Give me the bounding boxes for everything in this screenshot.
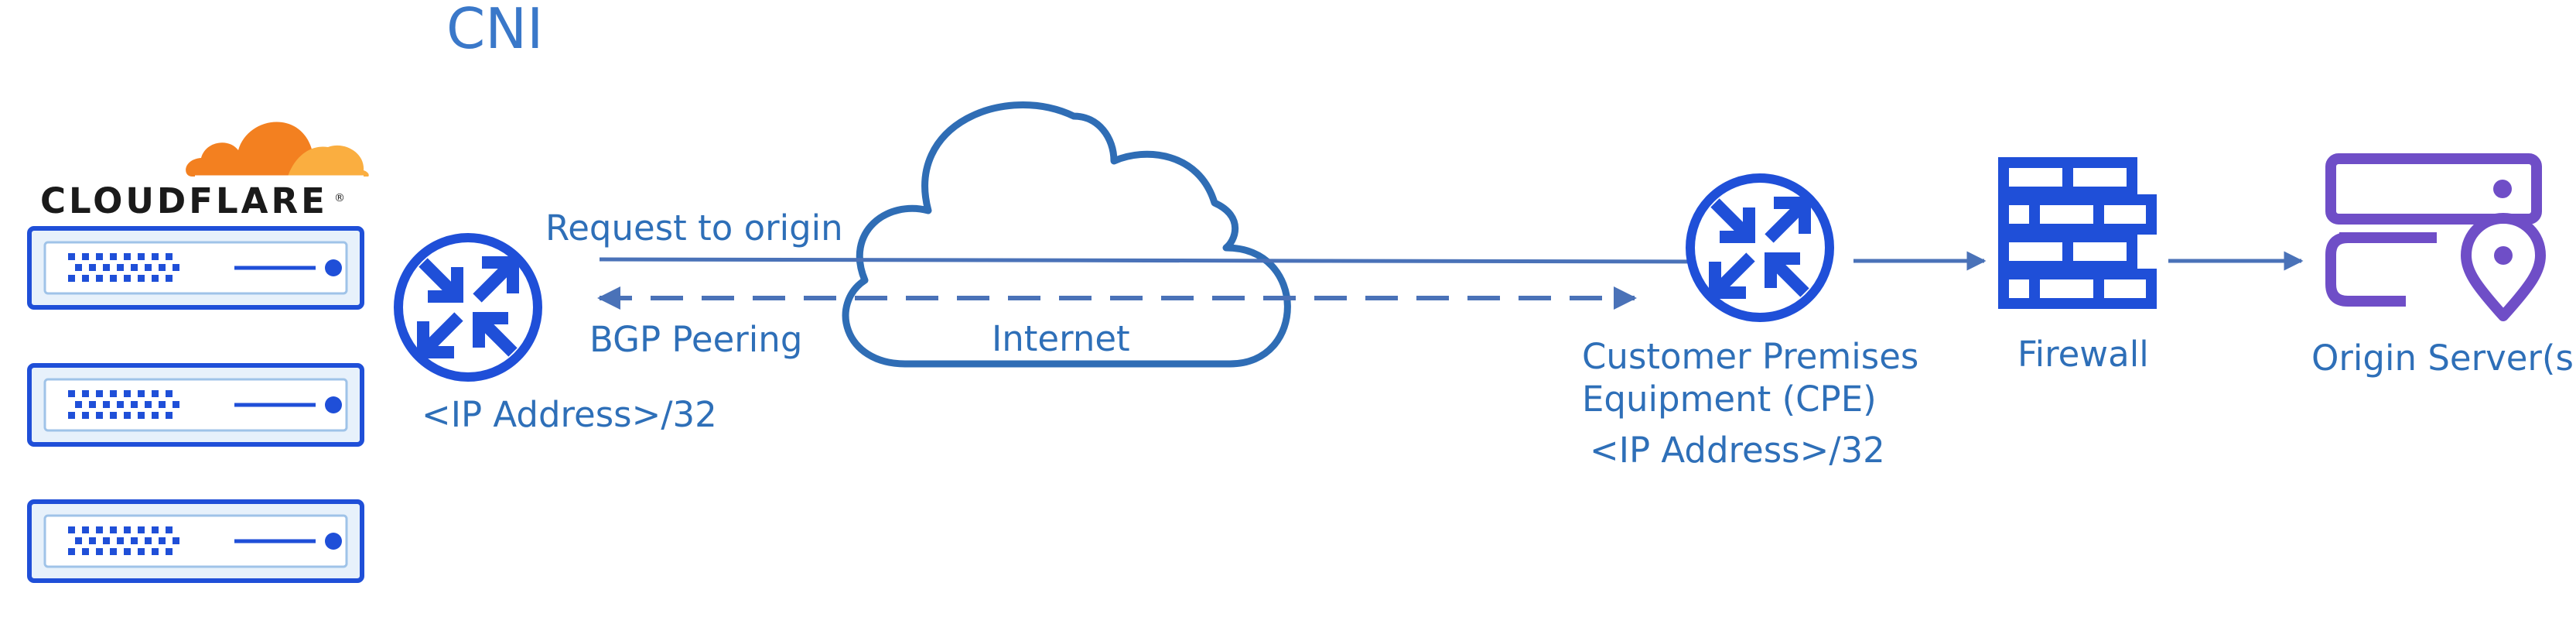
bgp-peering-label: BGP Peering: [589, 319, 802, 360]
server-stack: [29, 228, 362, 581]
origin-server-icon: [2325, 153, 2546, 321]
cpe-router-icon: [1686, 173, 1834, 322]
diagram-title: CNI: [446, 0, 543, 61]
cloudflare-wordmark: CLOUDFLARE: [40, 180, 328, 221]
server-unit-3: [29, 502, 362, 581]
firewall-icon: [1998, 157, 2157, 309]
trademark-symbol: ®: [334, 192, 345, 204]
request-arrow: [599, 252, 1716, 272]
origin-server-label: Origin Server(s): [2311, 338, 2576, 379]
server-unit-1: [29, 228, 362, 307]
cpe-name-line1: Customer Premises: [1582, 336, 1918, 377]
request-to-origin-label: Request to origin: [545, 207, 843, 249]
firewall-label: Firewall: [2017, 334, 2149, 375]
cpe-ip-label: <IP Address>/32: [1590, 430, 1885, 471]
cloudflare-router-ip-label: <IP Address>/32: [422, 394, 717, 435]
cloudflare-cloud-icon: [186, 122, 369, 178]
internet-label: Internet: [992, 318, 1130, 359]
cloudflare-router-icon: [394, 233, 542, 382]
cpe-name-line2: Equipment (CPE): [1582, 379, 1877, 420]
server-unit-2: [29, 365, 362, 444]
